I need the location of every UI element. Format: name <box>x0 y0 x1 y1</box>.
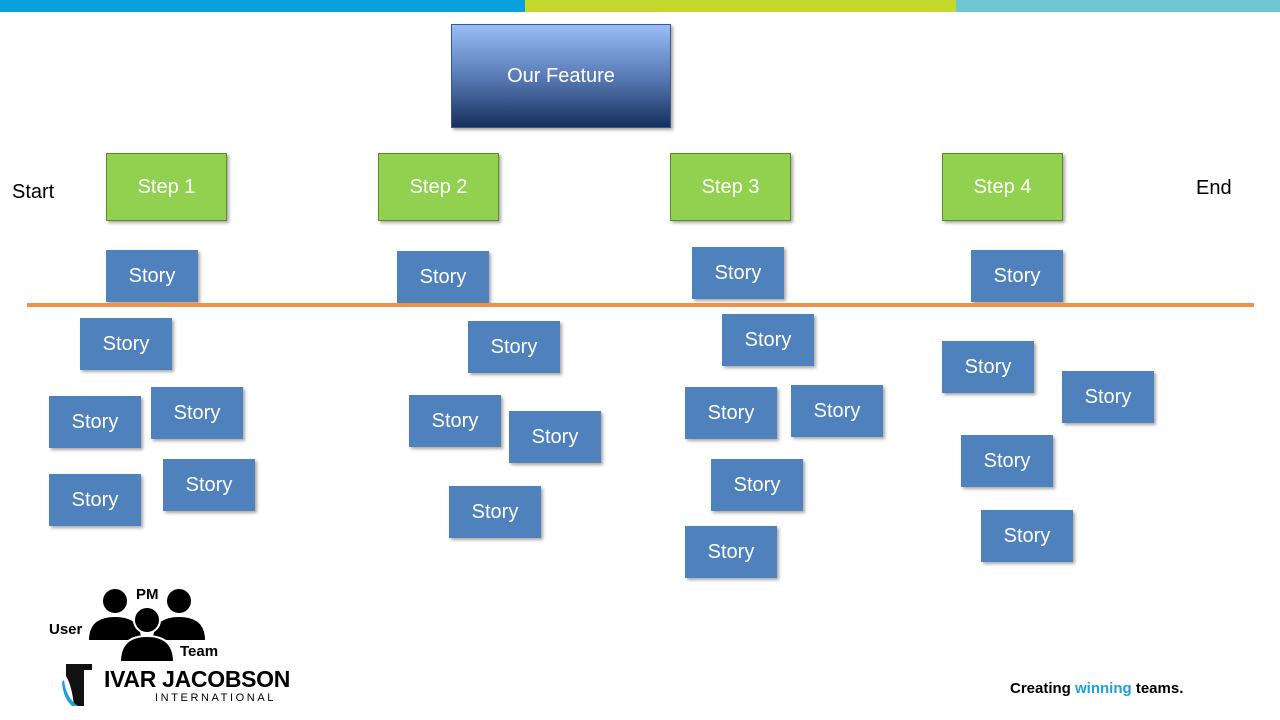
step-label: Step 4 <box>973 175 1032 198</box>
story-label: Story <box>71 410 119 433</box>
story-label: Story <box>431 409 479 432</box>
role-user-label: User <box>49 621 83 638</box>
story-label: Story <box>185 473 233 496</box>
role-team-label: Team <box>180 643 219 660</box>
story-label: Story <box>471 500 519 523</box>
story-label: Story <box>707 401 755 424</box>
story-card: Story <box>981 510 1073 562</box>
story-label: Story <box>531 425 579 448</box>
logo-mark-icon <box>62 664 92 706</box>
story-label: Story <box>733 473 781 496</box>
story-card: Story <box>468 321 560 373</box>
story-card: Story <box>685 526 777 578</box>
story-label: Story <box>102 332 150 355</box>
story-label: Story <box>983 449 1031 472</box>
logo-subtitle: INTERNATIONAL <box>155 692 276 704</box>
story-label: Story <box>813 399 861 422</box>
story-card: Story <box>961 435 1053 487</box>
step-box-2: Step 2 <box>378 153 499 221</box>
story-card: Story <box>49 396 141 448</box>
tagline: Creating winning teams. <box>1010 680 1183 697</box>
story-label: Story <box>714 261 762 284</box>
tagline-end: teams. <box>1131 680 1184 697</box>
start-label: Start <box>12 181 55 203</box>
story-card: Story <box>685 387 777 439</box>
tagline-highlight: winning <box>1075 680 1132 697</box>
role-pm-label: PM <box>136 586 159 603</box>
logo-name: IVAR JACOBSON <box>104 666 291 692</box>
story-card-backbone: Story <box>397 251 489 303</box>
story-label: Story <box>71 488 119 511</box>
story-card: Story <box>711 459 803 511</box>
feature-label: Our Feature <box>507 64 615 87</box>
roles-group: PM User Team <box>48 584 238 664</box>
story-card: Story <box>449 486 541 538</box>
end-label: End <box>1196 177 1232 199</box>
story-card: Story <box>791 385 883 437</box>
story-label: Story <box>964 355 1012 378</box>
story-card: Story <box>163 459 255 511</box>
story-card-backbone: Story <box>971 250 1063 302</box>
story-label: Story <box>993 264 1041 287</box>
top-bar-teal <box>956 0 1280 12</box>
step-box-3: Step 3 <box>670 153 791 221</box>
story-card: Story <box>49 474 141 526</box>
step-label: Step 3 <box>701 175 760 198</box>
story-label: Story <box>128 264 176 287</box>
ivar-jacobson-logo: IVAR JACOBSON INTERNATIONAL <box>62 660 290 710</box>
people-icon <box>89 589 205 663</box>
story-label: Story <box>490 335 538 358</box>
step-label: Step 2 <box>409 175 468 198</box>
release-divider-line <box>27 303 1254 307</box>
story-card: Story <box>942 341 1034 393</box>
story-card: Story <box>151 387 243 439</box>
story-label: Story <box>419 265 467 288</box>
story-card-backbone: Story <box>106 250 198 302</box>
story-label: Story <box>707 540 755 563</box>
story-label: Story <box>1003 524 1051 547</box>
story-card-backbone: Story <box>692 247 784 299</box>
story-card: Story <box>409 395 501 447</box>
top-bar-blue <box>0 0 525 12</box>
story-card: Story <box>722 314 814 366</box>
step-box-4: Step 4 <box>942 153 1063 221</box>
story-label: Story <box>744 328 792 351</box>
feature-box: Our Feature <box>451 24 671 128</box>
story-card: Story <box>1062 371 1154 423</box>
story-label: Story <box>1084 385 1132 408</box>
step-label: Step 1 <box>137 175 196 198</box>
top-bar-green <box>525 0 956 12</box>
story-card: Story <box>80 318 172 370</box>
story-card: Story <box>509 411 601 463</box>
story-label: Story <box>173 401 221 424</box>
step-box-1: Step 1 <box>106 153 227 221</box>
tagline-start: Creating <box>1010 680 1076 697</box>
